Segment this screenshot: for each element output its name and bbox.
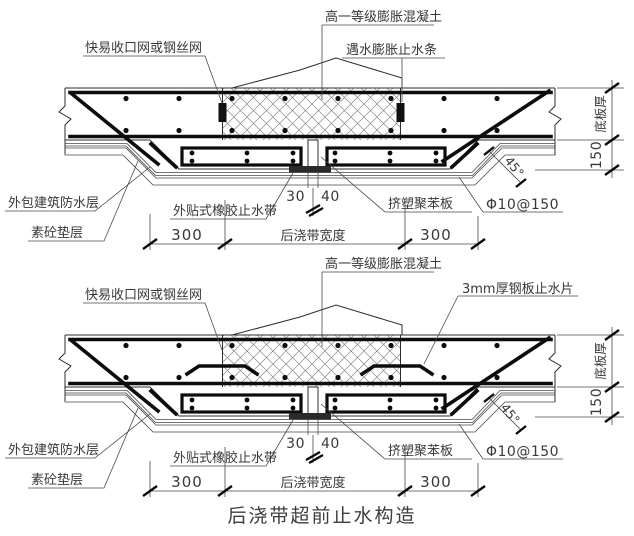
note-45deg: 45° bbox=[498, 400, 523, 427]
gap-min: 30 bbox=[286, 189, 305, 205]
note-slope-rebar: Φ10@150 bbox=[486, 197, 559, 213]
drawing-title: 后浇带超前止水构造 bbox=[227, 505, 416, 527]
label-joint-waterstop: 遇水膨胀止水条 bbox=[346, 42, 437, 58]
detail-2-linework bbox=[3, 270, 626, 499]
label-xps-board: 挤塑聚苯板 bbox=[388, 444, 453, 459]
label-expansion-concrete: 高一等级膨胀混凝土 bbox=[325, 9, 442, 25]
steel-plate-waterstops bbox=[184, 364, 435, 377]
label-cushion-layer: 素砼垫层 bbox=[31, 225, 83, 241]
label-mesh: 快易收口网或钢丝网 bbox=[85, 288, 202, 303]
detail-1-extras bbox=[218, 57, 445, 122]
dim-150: 150 bbox=[589, 388, 605, 416]
detail-1-labels: 快易收口网或钢丝网 高一等级膨胀混凝土 遇水膨胀止水条 外包建筑防水层 素砼垫层… bbox=[8, 9, 608, 244]
label-xps-board: 挤塑聚苯板 bbox=[388, 197, 453, 212]
note-slope-rebar: Φ10@150 bbox=[486, 444, 559, 460]
gap-max: 40 bbox=[321, 436, 340, 452]
note-45deg: 45° bbox=[502, 153, 527, 180]
detail-2-extras bbox=[184, 295, 578, 377]
water-swelling-strip-left bbox=[218, 103, 227, 122]
joint-waterstop-leader bbox=[342, 57, 445, 102]
label-rubber-waterstop: 外贴式橡胶止水带 bbox=[173, 203, 277, 219]
dim-300-right: 300 bbox=[420, 473, 452, 491]
label-expansion-concrete: 高一等级膨胀混凝土 bbox=[325, 256, 442, 272]
label-cushion-layer: 素砼垫层 bbox=[31, 472, 83, 488]
joint-waterstop-leader bbox=[423, 295, 578, 365]
gap-max: 40 bbox=[321, 189, 340, 205]
dim-slab-thickness: 底板厚 bbox=[593, 342, 608, 380]
dim-300-right: 300 bbox=[420, 226, 452, 244]
label-rubber-waterstop: 外贴式橡胶止水带 bbox=[173, 450, 277, 466]
gap-min: 30 bbox=[286, 436, 305, 452]
dim-slab-thickness: 底板厚 bbox=[593, 95, 608, 133]
label-waterproof-layer: 外包建筑防水层 bbox=[8, 195, 99, 211]
label-joint-waterstop: 3mm厚钢板止水片 bbox=[462, 282, 574, 297]
label-waterproof-layer: 外包建筑防水层 bbox=[8, 442, 99, 458]
dim-150: 150 bbox=[589, 141, 605, 169]
detail-1-linework bbox=[3, 23, 626, 252]
water-swelling-strip-right bbox=[396, 103, 405, 122]
dim-strip-width: 后浇带宽度 bbox=[280, 475, 345, 491]
dim-300-left: 300 bbox=[171, 473, 203, 491]
dim-300-left: 300 bbox=[171, 226, 203, 244]
label-mesh: 快易收口网或钢丝网 bbox=[85, 41, 202, 56]
dim-strip-width: 后浇带宽度 bbox=[280, 228, 345, 244]
